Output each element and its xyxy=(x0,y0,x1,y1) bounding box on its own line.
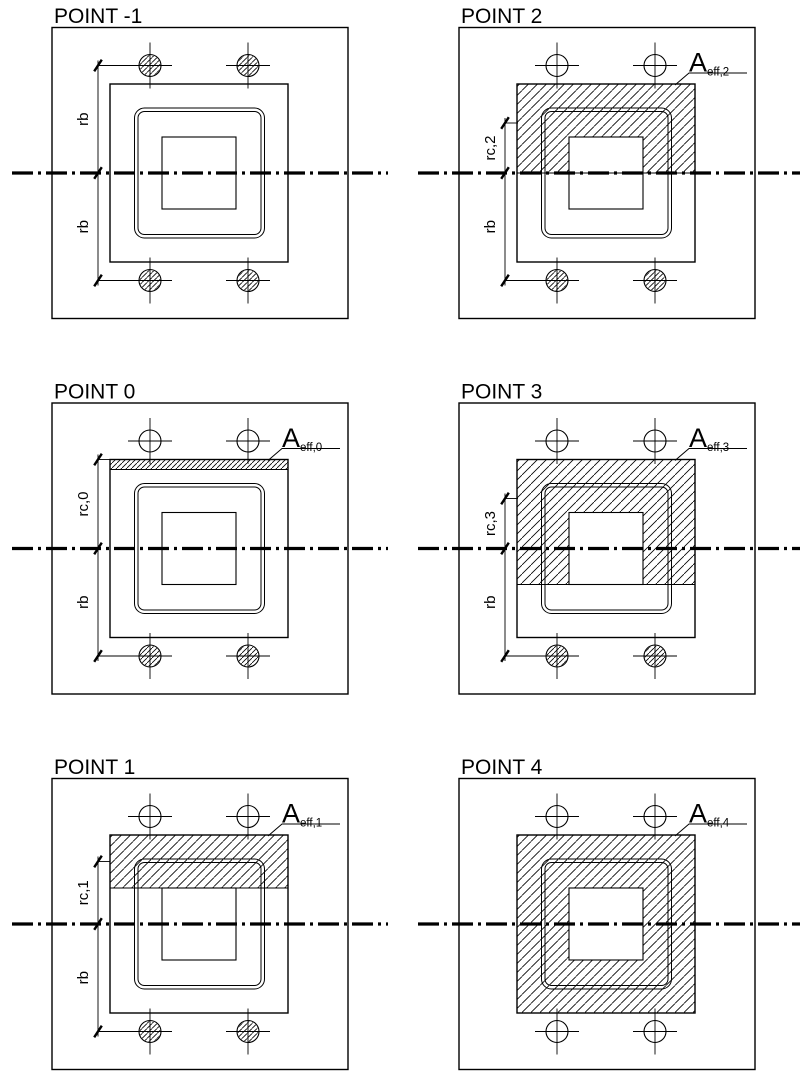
dimension-tick xyxy=(93,453,103,466)
aeff-label-subscript: eff,2 xyxy=(707,67,729,79)
dimension-group: rc,3 rb xyxy=(482,492,578,663)
dimension-tick xyxy=(500,542,510,555)
aeff-label-subscript: eff,0 xyxy=(300,442,322,454)
dimension-label-rc: rc,1 xyxy=(75,880,92,905)
dimension-label-rb: rb xyxy=(75,971,92,984)
anchor-bolt xyxy=(535,793,579,840)
aeff-label-group: Aeff,3 xyxy=(674,423,747,461)
anchor-bolt xyxy=(226,418,270,464)
aeff-label: Aeff,2 xyxy=(689,48,729,79)
dimension-label-rc: rc,3 xyxy=(482,511,499,536)
aeff-label-base: A xyxy=(689,799,707,829)
dimension-label-rc: rc,2 xyxy=(482,135,499,160)
anchor-bolt xyxy=(535,1008,579,1055)
dimension-label-rc: rc,0 xyxy=(75,491,92,516)
dimension-tick xyxy=(93,1025,103,1038)
anchor-bolt xyxy=(226,1008,270,1055)
dimension-label-rb: rb xyxy=(482,596,499,609)
aeff-label-base: A xyxy=(689,48,707,78)
anchor-bolt xyxy=(226,257,270,304)
anchor-bolt xyxy=(535,418,579,464)
dimension-tick xyxy=(500,274,510,287)
dimension-tick xyxy=(93,649,103,663)
dimension-group: rc,2 rb xyxy=(482,116,578,287)
aeff-label: Aeff,3 xyxy=(689,423,729,454)
anchor-bolt xyxy=(226,42,270,89)
panel-title: POINT 4 xyxy=(461,756,543,779)
aeff-label: Aeff,1 xyxy=(282,799,322,830)
dimension-group: rc,1 rb xyxy=(75,855,171,1038)
dimension-tick xyxy=(500,492,510,505)
aeff-label-group: Aeff,0 xyxy=(267,423,340,461)
dimension-label-rb: rb xyxy=(75,220,92,233)
aeff-leader-line xyxy=(674,823,747,837)
anchor-bolt xyxy=(633,418,677,464)
aeff-label-base: A xyxy=(689,423,707,453)
aeff-label-group: Aeff,1 xyxy=(267,799,340,837)
aeff-label-subscript: eff,3 xyxy=(707,442,729,454)
dimension-label-rb: rb xyxy=(482,220,499,233)
aeff-leader-line xyxy=(267,823,340,837)
anchor-bolt xyxy=(633,257,677,304)
anchor-bolt xyxy=(128,793,172,840)
panel-point-0: POINT 0 rc,0 rb Aeff,0 xyxy=(12,381,388,695)
aeff-label-group: Aeff,4 xyxy=(674,799,747,837)
aeff-label: Aeff,0 xyxy=(282,423,322,454)
dimension-label-rb: rb xyxy=(75,596,92,609)
dimension-tick xyxy=(500,166,510,180)
aeff-leader-line xyxy=(674,448,747,461)
panel-point-1: POINT 1 rc,1 rb Aeff,1 xyxy=(12,756,388,1071)
aeff-leader-line xyxy=(267,448,340,461)
aeff-leader-line xyxy=(674,72,747,86)
dimension-group: rc,0 rb xyxy=(75,453,171,663)
panel-point-4: POINT 4 Aeff,4 xyxy=(418,756,800,1071)
panel-point-3: POINT 3 rc,3 rb Aeff,3 xyxy=(418,381,800,695)
dimension-tick xyxy=(93,166,103,180)
panel-title: POINT 1 xyxy=(54,756,135,779)
dimension-label-rc: rb xyxy=(75,113,92,126)
aeff-label-subscript: eff,4 xyxy=(707,818,730,830)
anchor-bolt xyxy=(226,793,270,840)
panel-title: POINT 2 xyxy=(461,5,542,28)
anchor-bolt xyxy=(226,633,270,679)
anchor-bolt xyxy=(633,1008,677,1055)
dimension-tick xyxy=(93,274,103,287)
anchor-bolt xyxy=(535,42,579,89)
panel-title: POINT 3 xyxy=(461,381,542,404)
panel-title: POINT 0 xyxy=(54,381,135,404)
anchor-bolt xyxy=(633,633,677,679)
dimension-group: rb rb xyxy=(75,59,171,287)
dimension-tick xyxy=(93,59,103,72)
dimension-tick xyxy=(93,855,103,868)
aeff-label-subscript: eff,1 xyxy=(300,818,322,830)
dimension-tick xyxy=(500,649,510,663)
panel-point-minus-1: POINT -1 rb rb xyxy=(12,5,388,320)
dimension-tick xyxy=(500,116,510,130)
aeff-label-group: Aeff,2 xyxy=(674,48,747,86)
anchor-bolt xyxy=(633,42,677,89)
aeff-label-base: A xyxy=(282,423,300,453)
panel-title: POINT -1 xyxy=(54,5,142,28)
panel-point-2: POINT 2 rc,2 rb Aeff,2 xyxy=(418,5,800,320)
aeff-label: Aeff,4 xyxy=(689,799,730,830)
aeff-label-base: A xyxy=(282,799,300,829)
dimension-tick xyxy=(93,542,103,555)
dimension-tick xyxy=(93,917,103,931)
anchor-bolt xyxy=(633,793,677,840)
anchor-bolt xyxy=(128,418,172,464)
effective-area-hatch xyxy=(109,459,289,470)
